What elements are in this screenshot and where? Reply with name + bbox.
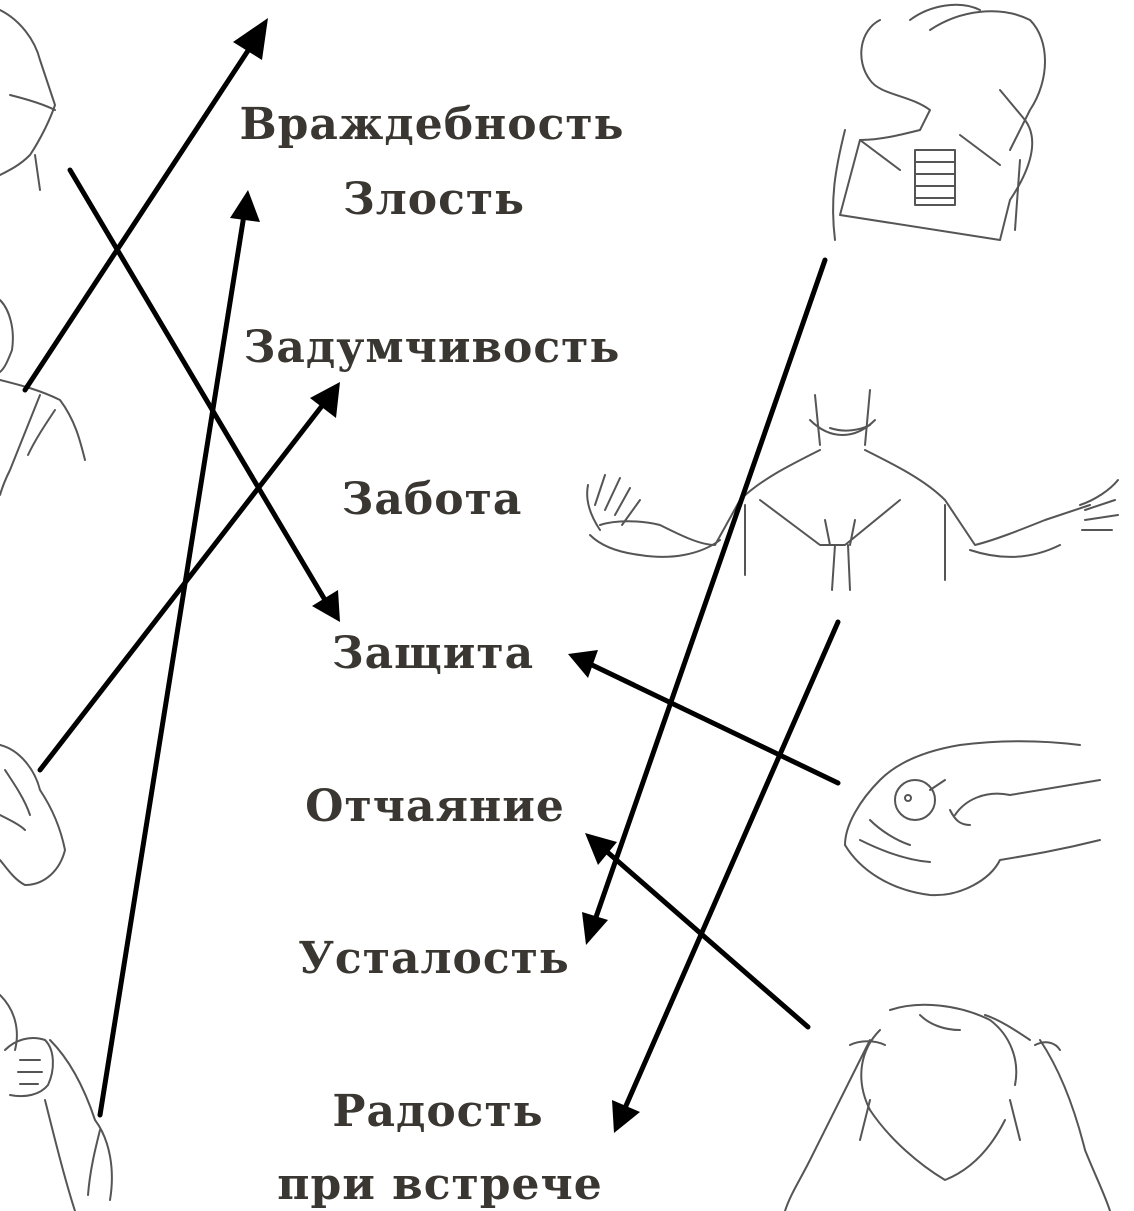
- arrow-head-to-despair: [585, 833, 808, 1027]
- arrow-arms-raised-to-fatigue: [582, 260, 825, 945]
- arrow-open-arms-to-joy: [612, 622, 838, 1133]
- arrow-shoulder-to-hostility: [25, 18, 268, 390]
- arrow-elbow-to-thoughtfulness: [40, 382, 340, 770]
- arrow-fist-to-anger: [100, 190, 260, 1115]
